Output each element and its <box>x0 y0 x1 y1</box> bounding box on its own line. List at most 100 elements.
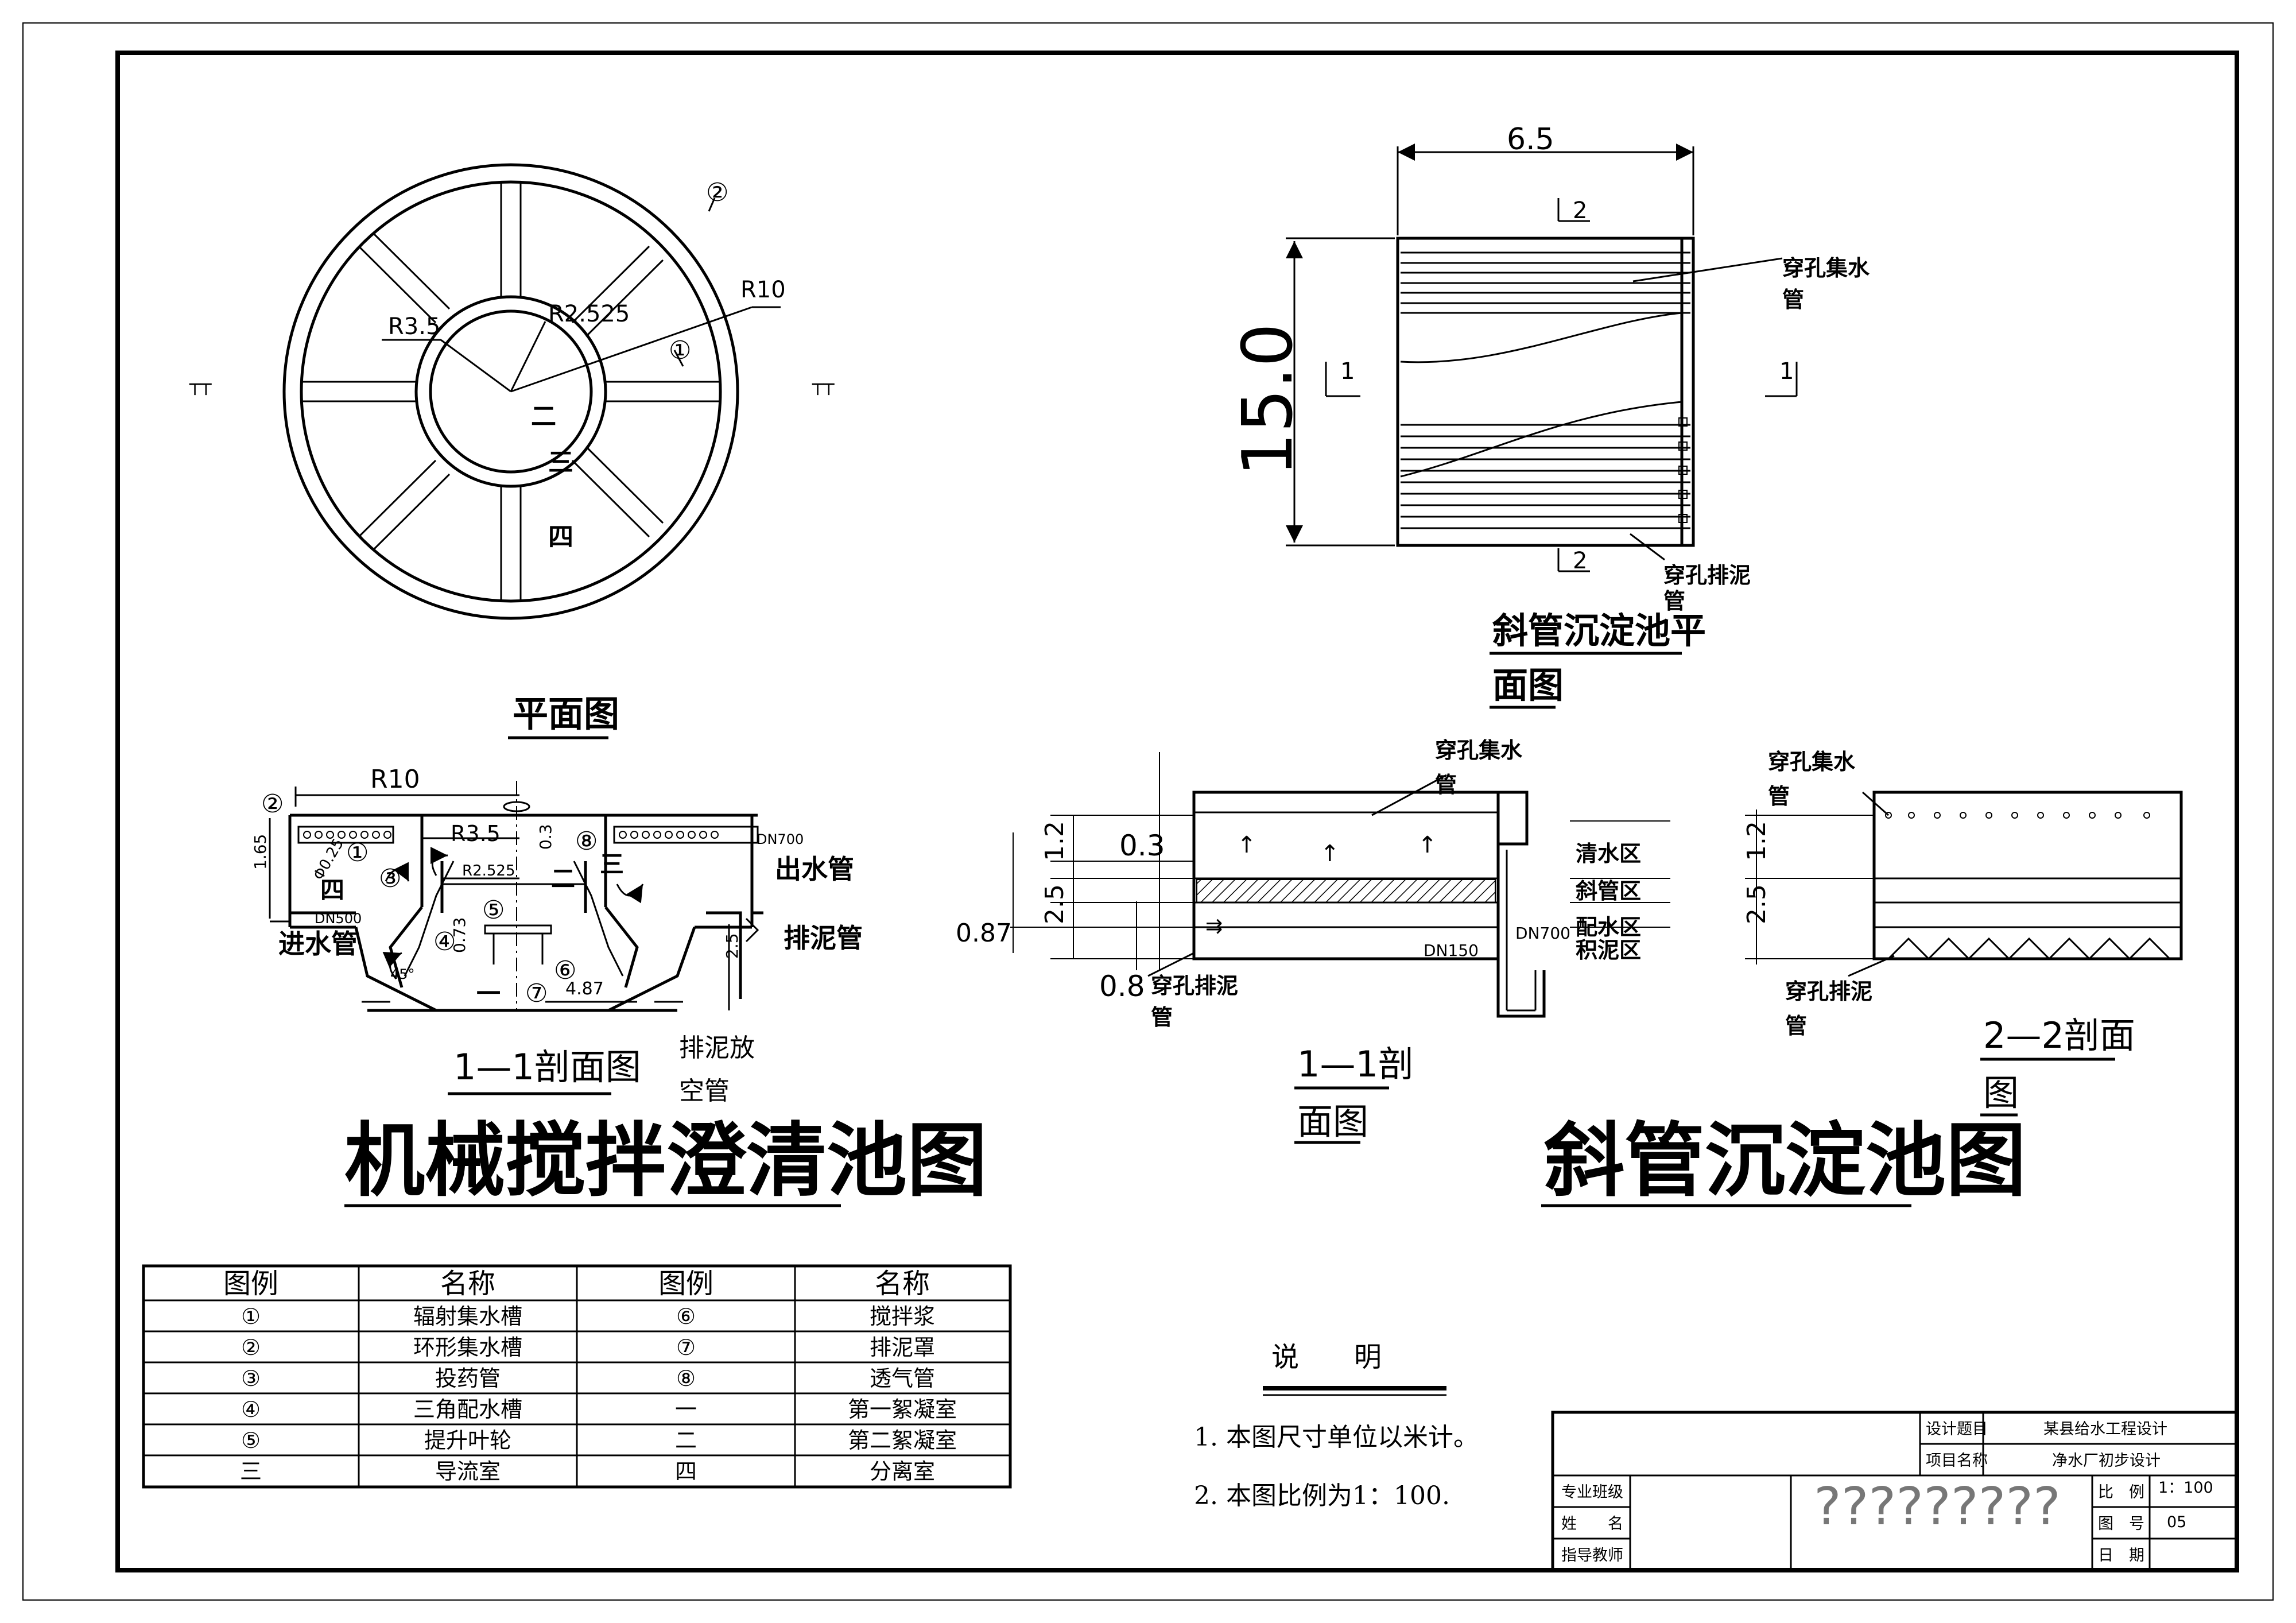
tb-date-label: 日 期 <box>2098 1547 2144 1564</box>
plan-r2525-label: R2.525 <box>548 301 630 327</box>
legend-name: 投药管 <box>435 1366 501 1391</box>
plan-sec2-top: 2 <box>1573 197 1587 224</box>
plan-zone-3: 三 <box>548 448 573 477</box>
sec-r35-label: R3.5 <box>451 821 501 846</box>
sec-marker-6: ⑥ <box>554 956 576 985</box>
tb-scale-value: 1：100 <box>2158 1479 2213 1497</box>
sec-sludge-label: 排泥管 <box>784 923 863 954</box>
sec-marker-4: ④ <box>433 927 456 956</box>
sec-marker-3: ③ <box>379 864 401 893</box>
svg-text:↑: ↑ <box>1237 832 1256 858</box>
legend-name: 排泥罩 <box>870 1335 935 1360</box>
title-block: 设计题目 某县给水工程设计 项目名称 净水厂初步设计 专业班级 姓 名 指导教师… <box>1551 1411 2239 1572</box>
s11-zone-clear: 清水区 <box>1576 841 1641 866</box>
sec-drain-label-2: 空管 <box>679 1076 730 1106</box>
plan-r10-label: R10 <box>740 277 786 303</box>
s22-caption-2: 图 <box>1983 1072 2019 1114</box>
tb-placeholder: ????????? <box>1814 1477 2061 1537</box>
settling-section-11: ↑ ↑ ↑ ⇉ 穿孔集水 管 清水区 斜管区 配水区 积泥区 DN700 DN1… <box>956 738 1670 1144</box>
plan-section-mark-left: ┬┬ <box>189 373 212 395</box>
legend-symbol: ③ <box>241 1366 261 1391</box>
sec-dn700-label: DN700 <box>757 831 804 847</box>
legend-symbol: ⑦ <box>676 1335 696 1360</box>
sec-marker-1: ① <box>346 838 369 867</box>
legend-header-name-1: 名称 <box>440 1268 495 1300</box>
plan-drain-label-1: 穿孔排泥 <box>1663 563 1751 588</box>
sec-inlet-label: 进水管 <box>278 928 358 959</box>
plan-section-mark-right: ┬┬ <box>812 373 835 395</box>
sec-drain-label-1: 排泥放 <box>679 1033 755 1063</box>
legend-symbol: 一 <box>675 1397 697 1422</box>
s11-d087: 0.87 <box>956 919 1012 948</box>
s11-dn700: DN700 <box>1515 924 1570 943</box>
sec-d487-label: 4.87 <box>565 979 604 999</box>
sec-r2525-label: R2.525 <box>462 862 515 880</box>
drawing-frame <box>115 51 2239 1572</box>
s22-caption-1: 2—2剖面 <box>1983 1014 2135 1056</box>
legend-header-name-2: 名称 <box>875 1268 930 1300</box>
legend-name: 第一絮凝室 <box>848 1397 957 1422</box>
settling-plan-view: 6.5 15.0 穿孔集水 管 穿孔排泥 管 2 <box>1228 122 1870 709</box>
sec-d165-label: 1.65 <box>251 834 270 870</box>
tb-class-label: 专业班级 <box>1561 1483 1623 1501</box>
sec-d03-label: 0.3 <box>536 824 555 850</box>
s11-collect-label-2: 管 <box>1435 772 1457 797</box>
plan-marker-1: ① <box>669 336 691 365</box>
plan-sec1-right: 1 <box>1779 358 1794 385</box>
tb-name-label: 姓 名 <box>1561 1515 1623 1533</box>
legend-name: 环形集水槽 <box>413 1335 522 1360</box>
notes-line-1: 1. 本图尺寸单位以米计。 <box>1194 1423 1479 1452</box>
s11-caption-2: 面图 <box>1297 1101 1368 1142</box>
legend-symbol: ⑧ <box>676 1366 696 1391</box>
sec-marker-2: ② <box>261 789 284 819</box>
legend-symbol: ⑤ <box>241 1428 261 1453</box>
s22-d25: 2.5 <box>1742 884 1771 924</box>
right-main-title: 斜管沉淀池图 <box>1544 1114 2026 1208</box>
s11-d08: 0.8 <box>1099 970 1145 1003</box>
sec-zone-3: 三 <box>600 850 624 878</box>
s11-zone-dist: 配水区 <box>1576 915 1641 940</box>
s11-d12: 1.2 <box>1040 821 1069 861</box>
plan-r35-label: R3.5 <box>388 313 440 340</box>
sec-zone-2: 二 <box>551 865 575 893</box>
settling-section-22: 1.2 2.5 穿孔集水 管 穿孔排泥 管 2—2剖面 图 <box>1742 749 2183 1117</box>
notes-heading: 说 明 <box>1271 1341 1382 1373</box>
plan-marker-2: ② <box>706 178 728 207</box>
plan-width-label: 6.5 <box>1507 122 1554 157</box>
s22-d12: 1.2 <box>1742 821 1771 861</box>
s11-dn150: DN150 <box>1424 941 1479 960</box>
s11-collect-label-1: 穿孔集水 <box>1435 738 1523 763</box>
notes-line-2: 2. 本图比例为1：100. <box>1194 1481 1450 1510</box>
legend-name: 导流室 <box>435 1459 501 1484</box>
settling-plan-caption-1: 斜管沉淀池平 <box>1492 610 1706 652</box>
sec-outlet-label: 出水管 <box>775 854 854 885</box>
s11-zone-tube: 斜管区 <box>1576 878 1641 904</box>
legend-symbol: ④ <box>241 1397 261 1422</box>
legend-symbol: ① <box>241 1304 261 1329</box>
legend-name: 第二絮凝室 <box>848 1428 957 1453</box>
sec-marker-5: ⑤ <box>482 896 505 925</box>
legend-header-symbol-2: 图例 <box>658 1268 713 1300</box>
tb-project-label: 项目名称 <box>1926 1452 1988 1470</box>
legend-symbol: ② <box>241 1335 261 1360</box>
sec-zone-1: 一 <box>476 979 501 1008</box>
s11-drain-label-1: 穿孔排泥 <box>1151 973 1238 998</box>
s11-d03: 0.3 <box>1119 829 1165 862</box>
notes-block: 说 明 1. 本图尺寸单位以米计。 2. 本图比例为1：100. <box>1194 1341 1479 1510</box>
legend-symbol: 三 <box>240 1459 262 1484</box>
s11-drain-label-2: 管 <box>1151 1005 1173 1030</box>
sec-caption: 1—1剖面图 <box>453 1046 641 1088</box>
plan-drain-label-2: 管 <box>1663 588 1685 614</box>
legend-header-symbol-1: 图例 <box>223 1268 278 1300</box>
legend-symbol: 二 <box>675 1428 697 1453</box>
tb-project-value: 净水厂初步设计 <box>2052 1452 2161 1470</box>
tb-teacher-label: 指导教师 <box>1561 1547 1623 1564</box>
sec-d073-label: 0.73 <box>450 917 469 953</box>
s22-drain-label-1: 穿孔排泥 <box>1785 979 1872 1004</box>
plan-zone-4: 四 <box>548 522 573 552</box>
s22-collect-label-2: 管 <box>1768 784 1790 809</box>
plan-sec2-bottom: 2 <box>1573 548 1587 574</box>
s11-d25: 2.5 <box>1040 884 1069 924</box>
legend-name: 三角配水槽 <box>413 1397 522 1422</box>
